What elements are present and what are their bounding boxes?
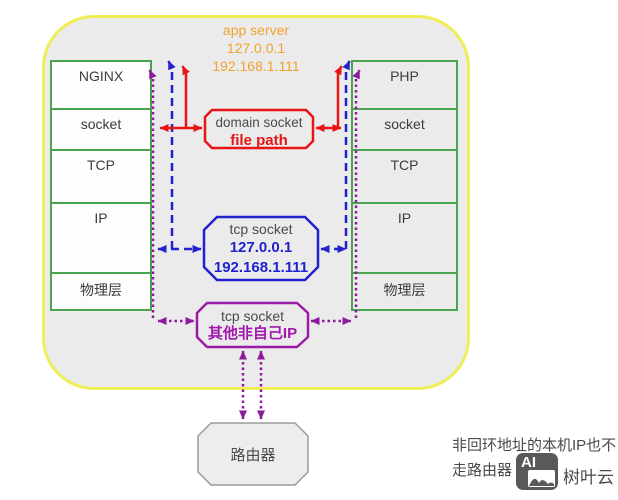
domain-socket-box: domain socket file path bbox=[205, 114, 313, 150]
mountain-icon bbox=[528, 470, 555, 487]
tcp-other-box: tcp socket 其他非自己IP bbox=[197, 307, 308, 343]
stack-row-physical: 物理层 bbox=[383, 282, 426, 298]
tcp-socket-ip1: 127.0.0.1 bbox=[229, 239, 293, 256]
stack-row-socket: socket bbox=[52, 110, 150, 151]
tcp-other-label: tcp socket bbox=[220, 308, 285, 324]
app-server-ip2: 192.168.1.111 bbox=[212, 58, 300, 74]
brand-text: 树叶云 bbox=[563, 468, 614, 487]
domain-socket-label: domain socket bbox=[215, 115, 303, 130]
ai-logo-text: AI bbox=[521, 454, 536, 471]
app-server-ip1: 127.0.0.1 bbox=[226, 40, 286, 56]
app-server-title-line: app server bbox=[222, 22, 290, 38]
tcp-other-ip-label: 其他非自己IP bbox=[207, 325, 298, 342]
router-box: 路由器 bbox=[198, 423, 308, 485]
annotation-line2: 走路由器 bbox=[452, 462, 513, 479]
tcp-socket-label: tcp socket bbox=[229, 221, 293, 237]
annotation-line1: 非回环地址的本机IP也不 bbox=[452, 437, 617, 454]
stack-row-tcp: TCP bbox=[52, 151, 150, 204]
ai-logo: AI bbox=[516, 453, 558, 490]
tcp-socket-box: tcp socket 127.0.0.1 192.168.1.111 bbox=[204, 220, 318, 278]
php-protocol-stack: PHP socket TCP IP 物理层 bbox=[351, 60, 458, 311]
app-server-title: app server 127.0.0.1 192.168.1.111 bbox=[42, 21, 470, 75]
file-path-label: file path bbox=[230, 132, 288, 149]
stack-row-socket: socket bbox=[353, 110, 456, 151]
stack-row-tcp: TCP bbox=[353, 151, 456, 204]
annotation-note: 非回环地址的本机IP也不 走路由器 bbox=[452, 433, 618, 483]
tcp-socket-ip2: 192.168.1.111 bbox=[213, 259, 309, 276]
stack-row-ip: IP bbox=[52, 204, 150, 274]
stack-row-php: PHP bbox=[353, 62, 456, 110]
nginx-protocol-stack: NGINX socket TCP IP 物理层 bbox=[50, 60, 152, 311]
stack-row-nginx: NGINX bbox=[52, 62, 150, 110]
stack-row-physical: 物理层 bbox=[80, 282, 122, 298]
router-label: 路由器 bbox=[230, 446, 276, 464]
stack-row-ip: IP bbox=[353, 204, 456, 274]
